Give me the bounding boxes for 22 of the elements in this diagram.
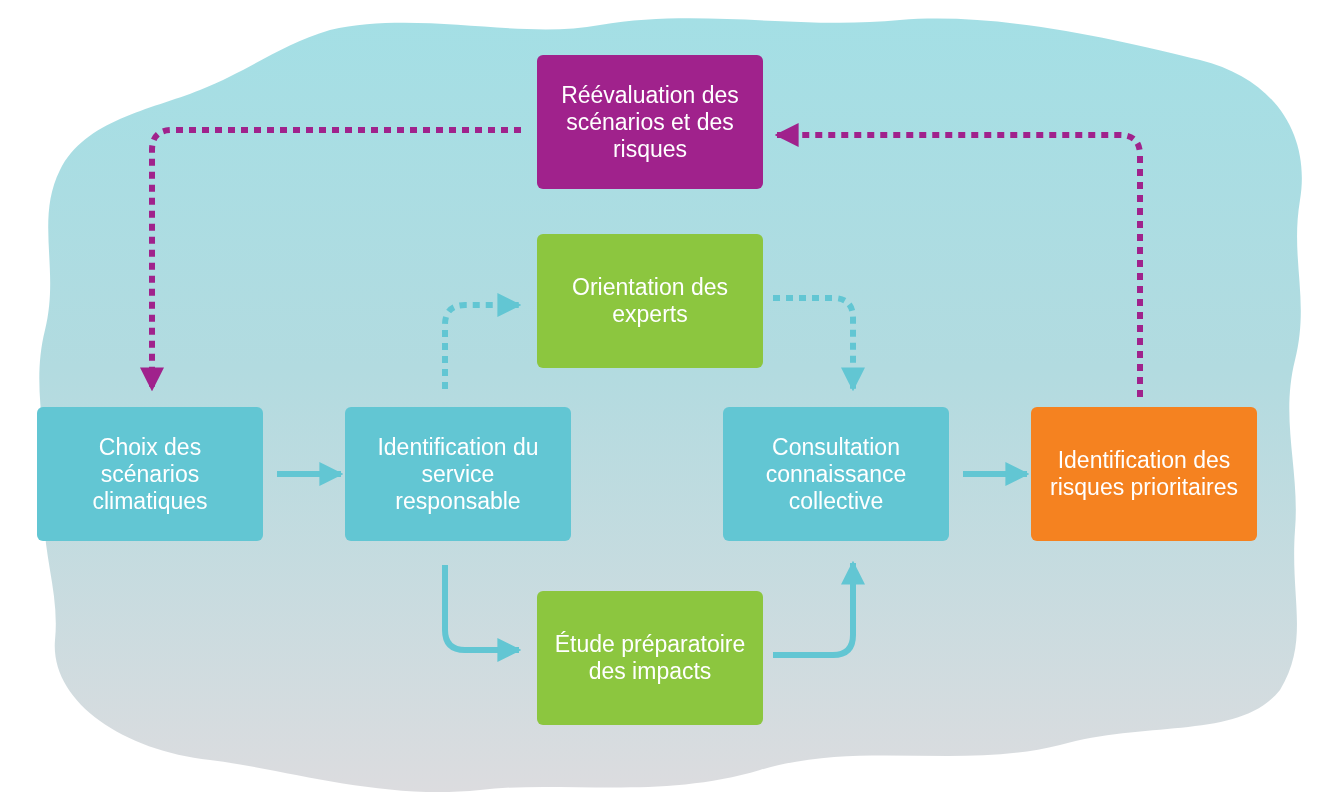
arrow xyxy=(774,123,1143,397)
arrow xyxy=(442,293,522,389)
process-box xyxy=(537,591,763,725)
box-label: Identification du service responsable xyxy=(376,433,540,515)
arrow xyxy=(773,560,865,658)
box-label: Étude préparatoire des impacts xyxy=(553,631,747,685)
box-label: Orientation des experts xyxy=(571,274,729,328)
arrow xyxy=(442,565,522,662)
box-label: Consultation connaissance collective xyxy=(764,433,908,515)
box-label: Identification des risques prioritaires xyxy=(1049,447,1239,501)
process-box xyxy=(537,55,763,189)
arrow xyxy=(963,462,1030,486)
process-box xyxy=(37,407,263,541)
arrow xyxy=(140,127,521,392)
process-box xyxy=(1031,407,1257,541)
process-box xyxy=(537,234,763,368)
process-box xyxy=(723,407,949,541)
arrow xyxy=(773,295,865,392)
box-label: Choix des scénarios climatiques xyxy=(91,433,209,515)
arrow xyxy=(277,462,344,486)
box-label: Réévaluation des scénarios et des risques xyxy=(560,81,740,163)
process-box xyxy=(345,407,571,541)
